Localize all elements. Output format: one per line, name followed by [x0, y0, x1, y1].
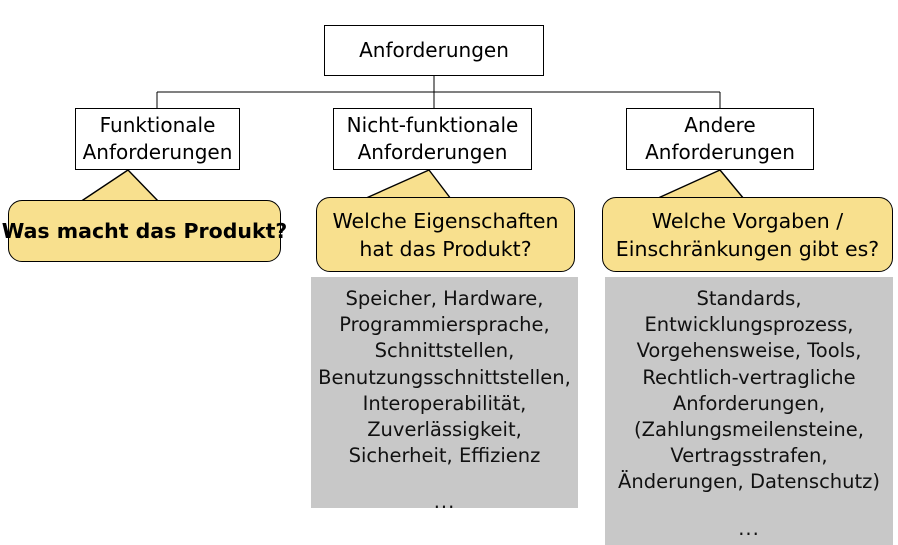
- node-label-line: Nicht-funktionale: [346, 113, 519, 137]
- details-line: Standards,: [696, 287, 802, 310]
- callout-bubble: Was macht das Produkt?: [2, 200, 287, 262]
- details-line: Benutzungsschnittstellen,: [318, 365, 571, 389]
- callout-andere[interactable]: Welche Vorgaben / Einschränkungen gibt e…: [602, 168, 895, 272]
- node-anforderungen[interactable]: Anforderungen: [324, 25, 544, 76]
- details-line: Änderungen, Datenschutz): [618, 470, 880, 494]
- details-line: Rechtlich-vertragliche: [642, 365, 856, 389]
- callout-funktionale[interactable]: Was macht das Produkt?: [2, 168, 290, 268]
- callout-bubble: Welche Eigenschaften hat das Produkt?: [316, 197, 575, 272]
- node-andere-anforderungen[interactable]: Andere Anforderungen: [626, 108, 814, 170]
- details-line: Zuverlässigkeit,: [367, 418, 522, 442]
- details-line: Vertragsstrafen,: [670, 444, 828, 468]
- callout-line: hat das Produkt?: [359, 236, 532, 261]
- callout-line: Einschränkungen gibt es?: [615, 236, 880, 261]
- callout-line: Welche Vorgaben /: [651, 208, 844, 233]
- details-line: Speicher, Hardware,: [345, 287, 544, 310]
- details-ellipsis: ...: [738, 516, 760, 540]
- callout-line: Welche Eigenschaften: [332, 208, 559, 233]
- details-panel-other: Standards, Entwicklungsprozess, Vorgehen…: [605, 277, 893, 545]
- callout-nicht-funktionale[interactable]: Welche Eigenschaften hat das Produkt?: [316, 168, 578, 272]
- node-funktionale-anforderungen[interactable]: Funktionale Anforderungen: [75, 108, 240, 170]
- details-panel-nonfunctional: Speicher, Hardware, Programmiersprache, …: [311, 277, 578, 513]
- node-label-line: Anforderungen: [645, 140, 795, 164]
- details-line: Programmiersprache,: [339, 313, 550, 337]
- node-label-line: Andere: [684, 113, 756, 137]
- details-ellipsis: ...: [433, 490, 456, 514]
- node-nicht-funktionale-anforderungen[interactable]: Nicht-funktionale Anforderungen: [333, 108, 532, 170]
- details-line: Schnittstellen,: [374, 339, 515, 363]
- node-label-line: Anforderungen: [357, 140, 508, 164]
- details-line: Interoperabilität,: [362, 391, 527, 415]
- details-line: (Zahlungsmeilensteine,: [634, 418, 864, 442]
- details-line: Sicherheit, Effizienz: [348, 444, 541, 468]
- details-line: Vorgehensweise, Tools,: [636, 339, 862, 363]
- node-label: Anforderungen: [359, 38, 509, 62]
- details-line: Anforderungen,: [672, 391, 826, 415]
- callout-bubble: Welche Vorgaben / Einschränkungen gibt e…: [602, 197, 893, 272]
- callout-line: Was macht das Produkt?: [1, 219, 288, 243]
- details-line: Entwicklungsprozess,: [644, 313, 854, 337]
- node-label-line: Anforderungen: [82, 140, 233, 164]
- node-label-line: Funktionale: [99, 113, 216, 137]
